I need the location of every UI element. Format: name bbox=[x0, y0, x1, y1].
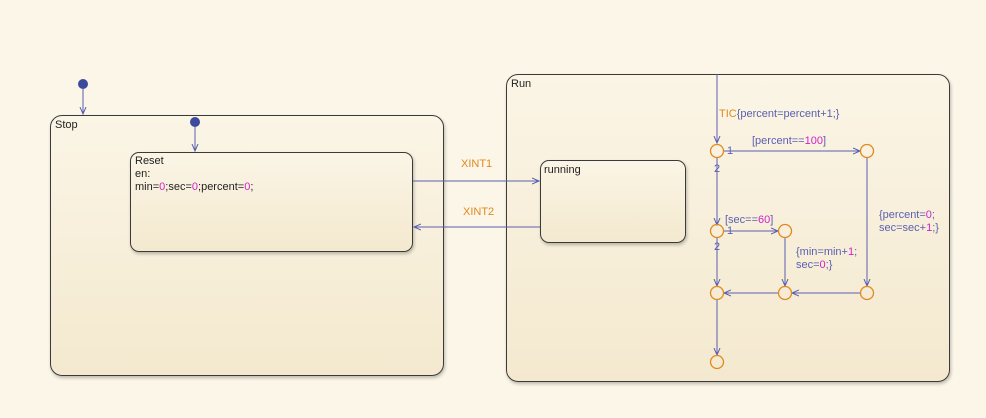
transition-tic-label[interactable]: TIC{percent=percent+1;} bbox=[719, 108, 840, 120]
default-transition-dot-stop[interactable] bbox=[78, 79, 88, 89]
percent-reset-action-line2[interactable]: sec=sec+1;} bbox=[879, 222, 939, 234]
order-label-a2: 2 bbox=[714, 163, 721, 175]
percent-condition-label[interactable]: [percent==100] bbox=[752, 135, 827, 147]
junction-f[interactable] bbox=[859, 285, 875, 301]
junction-g[interactable] bbox=[709, 285, 725, 301]
order-label-b2: 2 bbox=[714, 241, 721, 253]
junction-a[interactable] bbox=[709, 143, 725, 159]
transition-xint1-label[interactable]: XINT1 bbox=[461, 158, 493, 170]
state-reset-label: Reset bbox=[135, 155, 164, 167]
state-running[interactable]: running bbox=[540, 160, 686, 243]
min-increment-action-line1[interactable]: {min=min+1; bbox=[796, 246, 858, 258]
transition-xint2-label[interactable]: XINT2 bbox=[463, 206, 495, 218]
state-run-label: Run bbox=[511, 78, 532, 90]
order-label-b1: 1 bbox=[727, 225, 734, 237]
default-transition-dot-reset[interactable] bbox=[190, 117, 200, 127]
state-reset[interactable]: Reset en: min=0;sec=0;percent=0; bbox=[130, 152, 413, 252]
junction-h[interactable] bbox=[709, 354, 725, 370]
sec-condition-label[interactable]: [sec==60] bbox=[725, 214, 774, 226]
junction-c[interactable] bbox=[777, 223, 793, 239]
min-increment-action-line2[interactable]: sec=0;} bbox=[796, 259, 833, 271]
junction-d[interactable] bbox=[709, 223, 725, 239]
order-label-a1: 1 bbox=[727, 145, 734, 157]
reset-entry-label: en: bbox=[135, 168, 151, 180]
junction-b[interactable] bbox=[859, 143, 875, 159]
state-running-label: running bbox=[544, 164, 581, 176]
state-stop-label: Stop bbox=[55, 119, 78, 131]
reset-entry-action: min=0;sec=0;percent=0; bbox=[135, 181, 254, 193]
junction-e[interactable] bbox=[777, 285, 793, 301]
percent-reset-action-line1[interactable]: {percent=0; bbox=[879, 209, 935, 221]
